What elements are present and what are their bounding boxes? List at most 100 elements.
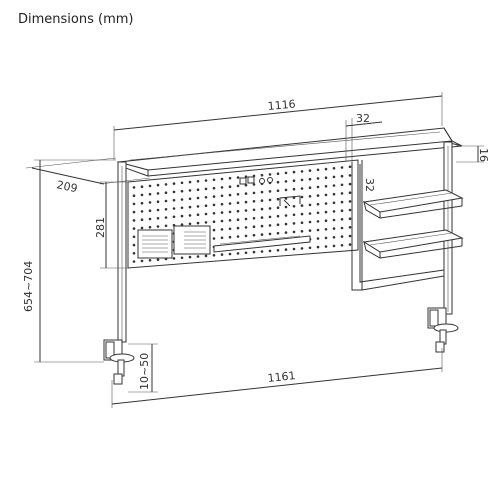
pegboard-hole <box>252 233 256 237</box>
pegboard-hole <box>252 250 256 254</box>
pegboard-hole <box>148 225 152 229</box>
pegboard-hole <box>156 200 160 203</box>
pegboard-hole <box>300 247 304 250</box>
pegboard-hole <box>292 213 296 217</box>
pegboard-hole <box>180 223 184 226</box>
pegboard-hole <box>348 200 352 203</box>
pegboard-hole <box>340 244 344 247</box>
pegboard-hole <box>244 234 248 238</box>
pegboard-hole <box>220 194 224 198</box>
pegboard-hooks <box>239 176 301 207</box>
pegboard-hole <box>316 202 320 206</box>
pegboard-hole <box>228 185 232 188</box>
pegboard-hole <box>260 190 264 194</box>
pegboard-hole <box>148 192 152 196</box>
pegboard-hole <box>132 227 136 230</box>
pegboard-hole <box>220 253 224 256</box>
pegboard-hole <box>292 179 296 182</box>
pegboard-hole <box>348 243 352 246</box>
right-post <box>443 141 453 315</box>
pegboard-hole <box>340 200 344 204</box>
hanging-rail <box>213 235 311 253</box>
pegboard-hole <box>316 245 320 249</box>
pegboard-hole <box>204 221 208 224</box>
pegboard-hole <box>276 197 280 201</box>
pegboard-hole <box>228 193 232 197</box>
cup-right <box>173 225 211 255</box>
pegboard-hole <box>300 230 304 233</box>
pegboard-hole <box>212 195 216 198</box>
pegboard-hole <box>316 194 320 197</box>
left-clamp <box>103 339 135 385</box>
pegboard-hole <box>324 219 328 222</box>
pegboard-hole <box>324 167 328 171</box>
pegboard-hole <box>196 205 200 208</box>
pegboard-hole <box>180 214 184 218</box>
pegboard-hole <box>180 256 184 260</box>
pegboard-hole <box>316 211 320 215</box>
pegboard-hole <box>140 218 144 221</box>
pegboard-hole <box>316 228 320 232</box>
pegboard-hole <box>316 237 320 240</box>
pegboard-hole <box>188 197 192 201</box>
pegboard-hole <box>132 235 136 239</box>
pegboard-hole <box>340 192 344 195</box>
pegboard-hole <box>228 235 232 239</box>
pegboard-hole <box>212 220 216 223</box>
pegboard-hole <box>268 249 272 253</box>
pegboard-hole <box>332 227 336 230</box>
pegboard-hole <box>228 202 232 205</box>
pegboard-hole <box>188 189 192 192</box>
pegboard-hole <box>340 174 344 178</box>
pegboard-hole <box>300 195 304 199</box>
pegboard-hole <box>340 226 344 230</box>
pegboard-hole <box>180 189 184 193</box>
pegboard-hole <box>132 243 136 247</box>
pegboard-hole <box>324 236 328 240</box>
pegboard-hole <box>236 201 240 205</box>
pegboard-hole <box>332 236 336 239</box>
pegboard-hole <box>172 257 176 260</box>
left-post <box>117 161 127 343</box>
pegboard-hole <box>204 212 208 216</box>
pegboard-hole <box>212 212 216 215</box>
pegboard-hole <box>212 254 216 257</box>
pegboard-hole <box>308 195 312 198</box>
pegboard-hole <box>196 221 200 225</box>
pegboard-hole <box>308 246 312 250</box>
pegboard-hole <box>284 180 288 183</box>
pegboard-hole <box>188 180 192 184</box>
pegboard-hole <box>332 210 336 213</box>
pegboard-hole <box>308 212 312 215</box>
pegboard-hole <box>252 191 256 195</box>
pegboard-hole <box>260 216 264 219</box>
pegboard-hole <box>300 187 304 190</box>
pegboard-hole <box>204 187 208 191</box>
pegboard-hole <box>196 213 200 216</box>
pegboard-hole <box>244 209 248 212</box>
pegboard-hole <box>332 175 336 179</box>
pegboard-hole <box>276 180 280 184</box>
pegboard-hole <box>188 222 192 226</box>
pegboard-hole <box>236 209 240 213</box>
pegboard-hole <box>196 188 200 191</box>
pegboard-hole <box>332 184 336 187</box>
pegboard-hole <box>284 205 288 209</box>
dim-panel-height-label: 281 <box>94 217 107 238</box>
pegboard-hole <box>300 212 304 216</box>
dim-clamp-range: 10~50 <box>128 343 158 393</box>
pegboard-hole <box>220 177 224 181</box>
basket-lower <box>362 229 464 259</box>
dim-total-height: 654~704 <box>22 159 116 363</box>
pegboard-hole <box>156 208 160 212</box>
pegboard-hole <box>268 207 272 210</box>
pegboard-hole <box>156 258 160 262</box>
pegboard-hole <box>308 169 312 172</box>
basket-upper <box>362 189 464 219</box>
pegboard-hole <box>276 231 280 235</box>
pegboard-hole <box>348 165 352 169</box>
pegboard-hole <box>268 224 272 227</box>
pegboard-hole <box>212 228 216 232</box>
pegboard-hole <box>220 211 224 214</box>
